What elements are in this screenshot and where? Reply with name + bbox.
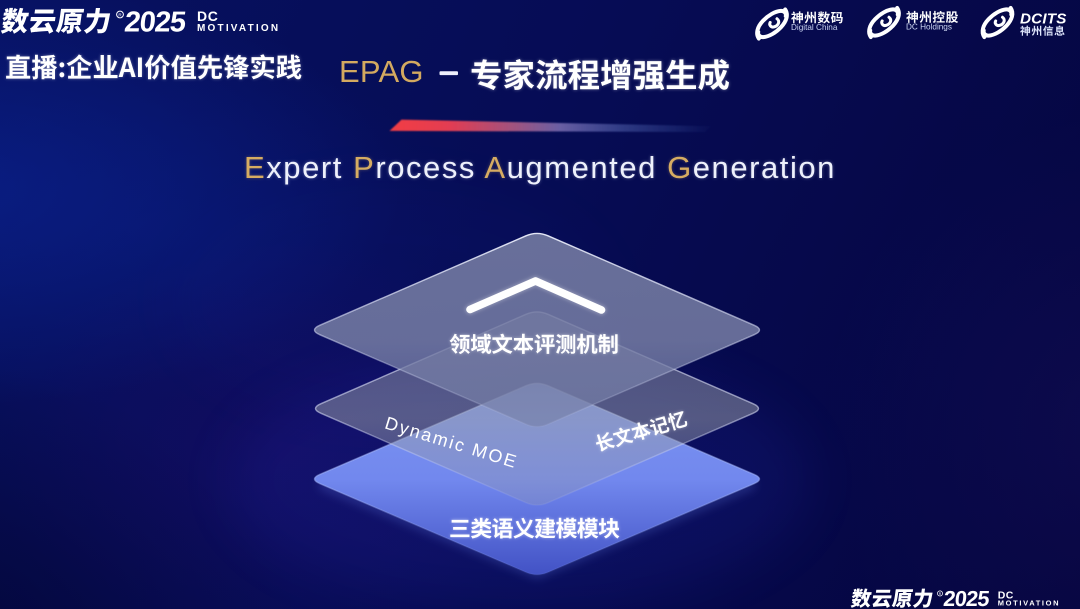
svg-text:EPAG: EPAG: [339, 54, 424, 89]
svg-text:R: R: [118, 13, 122, 18]
svg-text:Digital China: Digital China: [791, 23, 838, 32]
svg-text:Expert Process Augmented Gener: Expert Process Augmented Generation: [244, 150, 836, 185]
svg-text:DC Holdings: DC Holdings: [906, 23, 952, 32]
svg-text:Expert Process Augmented Gener: Expert Process Augmented Generation: [244, 150, 836, 185]
svg-text:DC: DC: [197, 8, 218, 24]
svg-text:2025: 2025: [123, 7, 188, 39]
svg-text:DCITS: DCITS: [1020, 10, 1067, 27]
svg-text:MOTIVATION: MOTIVATION: [197, 23, 280, 34]
